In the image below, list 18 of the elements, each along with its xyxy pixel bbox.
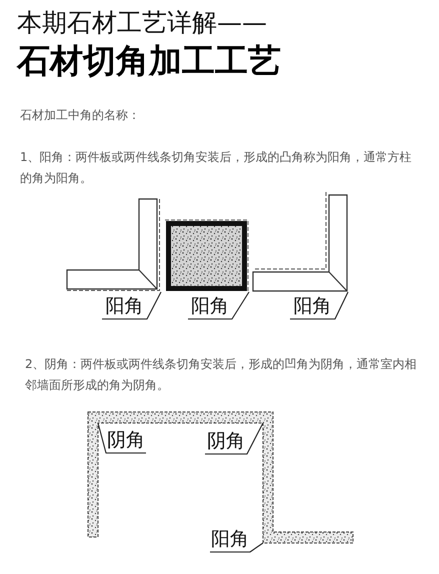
corner-label: 阴角 — [106, 427, 146, 453]
corner-trim-drawing — [251, 191, 348, 292]
corner-label: 阳角 — [290, 294, 335, 319]
kicker-heading: 本期石材工艺详解—— — [17, 8, 267, 37]
leader-line — [290, 292, 348, 320]
paragraph: 2、阴角：两件板或两件线条切角安装后，形成的凹角为阴角，通常室内相邻墙面所形成的角为阴角。 — [25, 356, 418, 394]
leader-line — [97, 422, 146, 454]
title: 石材切角加工工艺 — [17, 41, 281, 81]
corner-label: 阳角 — [210, 526, 250, 552]
corner-label: 阴角 — [205, 428, 247, 454]
corner-label: 阳角 — [188, 294, 232, 319]
section-heading: 石材加工中角的名称： — [20, 107, 140, 123]
leader-line — [188, 292, 250, 320]
paragraph: 1、阳角：两件板或两件线条切角安装后，形成的凸角称为阳角，通常方柱的角为阳角。 — [20, 149, 413, 187]
leader-line — [210, 542, 264, 553]
corner-label: 阳角 — [102, 294, 147, 319]
corner-trim-drawing — [65, 197, 161, 292]
column-section-drawing — [164, 219, 249, 292]
